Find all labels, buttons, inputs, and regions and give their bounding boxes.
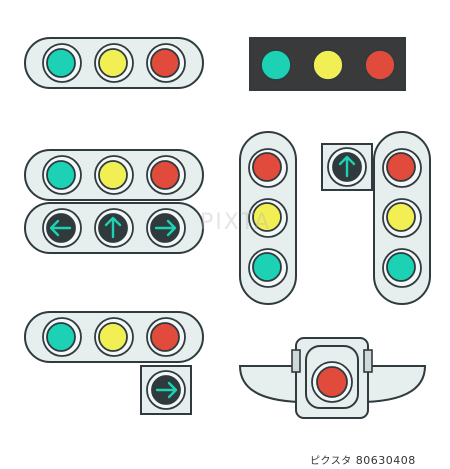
green-lamp [46,322,76,352]
arrow-left-icon [49,219,72,237]
winged-signal-bottom-right [238,337,427,419]
red-lamp [150,160,180,190]
arrow-up-icon [104,216,122,239]
yellow-lamp [252,202,282,232]
yellow-lamp [312,49,344,81]
red-lamp [150,48,180,78]
left-wing [238,365,301,404]
green-lamp [386,252,416,282]
signal-with-right-arrow [24,311,204,415]
red-lamp [364,49,396,81]
arrow-up-icon [338,155,356,178]
signal-with-arrow-row [24,149,204,254]
yellow-lamp [98,322,128,352]
vertical-signal-with-arrow [321,131,431,305]
stock-id-number: 80630408 [355,454,416,467]
green-lamp [46,160,76,190]
yellow-lamp [98,160,128,190]
pixta-mark: ピクスタ [310,456,352,467]
red-lamp [150,322,180,352]
vertical-signal-left [239,131,297,305]
dark-signal-top-right [249,37,406,91]
right-wing [364,365,427,404]
arrow-right-icon [155,381,178,399]
green-lamp [46,48,76,78]
horizontal-signal-top-left [24,37,204,89]
yellow-lamp [386,202,416,232]
red-lamp [316,366,348,398]
yellow-lamp [98,48,128,78]
watermark-text: PIXTA [200,210,272,235]
red-lamp [386,152,416,182]
arrow-right-icon [154,219,177,237]
red-lamp [252,152,282,182]
green-lamp [252,252,282,282]
green-lamp [260,49,292,81]
